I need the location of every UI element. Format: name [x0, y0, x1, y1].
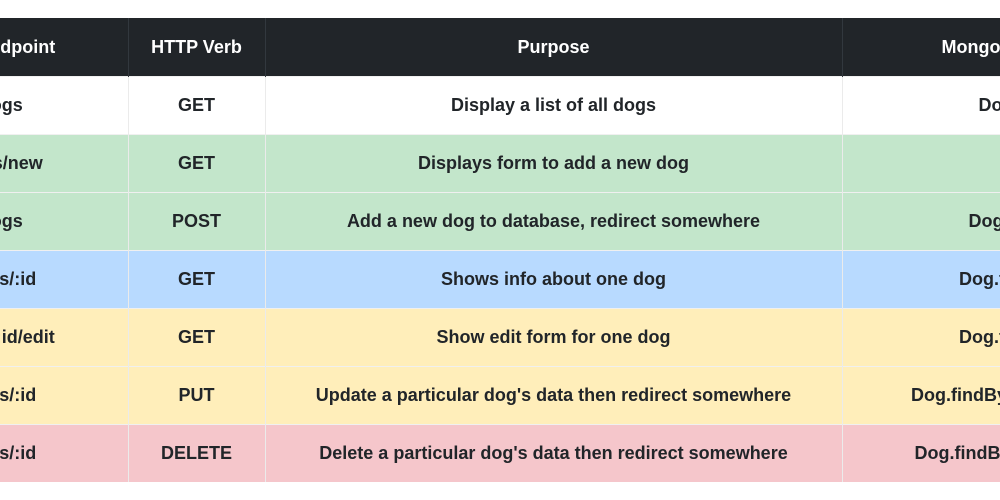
cell-purpose: Add a new dog to database, redirect some… [265, 192, 843, 251]
cell-mongoose-method: Dog.findByIdAndUpdate() [842, 366, 1000, 425]
header-mongoose-method: Mongoose Method [842, 18, 1000, 77]
cell-purpose: Update a particular dog's data then redi… [265, 366, 843, 425]
cell-http-verb: GET [128, 76, 266, 135]
cell-mongoose-method: Dog.find() [842, 76, 1000, 135]
cell-purpose: Displays form to add a new dog [265, 134, 843, 193]
cell-mongoose-method: N/A [842, 134, 1000, 193]
cell-api-endpoint: /dogs/:id [0, 424, 129, 482]
table-header: API Endpoint HTTP Verb Purpose Mongoose … [0, 18, 1000, 77]
cell-http-verb: POST [128, 192, 266, 251]
header-http-verb: HTTP Verb [128, 18, 266, 77]
cell-api-endpoint: /dogs/:id/edit [0, 308, 129, 367]
header-api-endpoint: API Endpoint [0, 18, 129, 77]
cell-mongoose-method: Dog.findById() [842, 250, 1000, 309]
cell-http-verb: GET [128, 250, 266, 309]
cell-purpose: Shows info about one dog [265, 250, 843, 309]
cell-mongoose-method: Dog.create() [842, 192, 1000, 251]
header-purpose: Purpose [265, 18, 843, 77]
cell-http-verb: DELETE [128, 424, 266, 482]
header-row: API Endpoint HTTP Verb Purpose Mongoose … [0, 18, 1000, 77]
routes-table: API Endpoint HTTP Verb Purpose Mongoose … [0, 18, 1000, 482]
cell-api-endpoint: /dogs/new [0, 134, 129, 193]
cell-purpose: Show edit form for one dog [265, 308, 843, 367]
cell-api-endpoint: /dogs/:id [0, 250, 129, 309]
cell-purpose: Delete a particular dog's data then redi… [265, 424, 843, 482]
table-row: /dogsGETDisplay a list of all dogsDog.fi… [0, 76, 1000, 135]
cell-mongoose-method: Dog.findByIdAndDelete() [842, 424, 1000, 482]
cell-api-endpoint: /dogs [0, 192, 129, 251]
table-row: /dogsPOSTAdd a new dog to database, redi… [0, 192, 1000, 251]
cell-purpose: Display a list of all dogs [265, 76, 843, 135]
cell-api-endpoint: /dogs [0, 76, 129, 135]
cell-http-verb: GET [128, 308, 266, 367]
cell-api-endpoint: /dogs/:id [0, 366, 129, 425]
table-body: /dogsGETDisplay a list of all dogsDog.fi… [0, 76, 1000, 482]
cell-mongoose-method: Dog.findById() [842, 308, 1000, 367]
cell-http-verb: GET [128, 134, 266, 193]
cell-http-verb: PUT [128, 366, 266, 425]
